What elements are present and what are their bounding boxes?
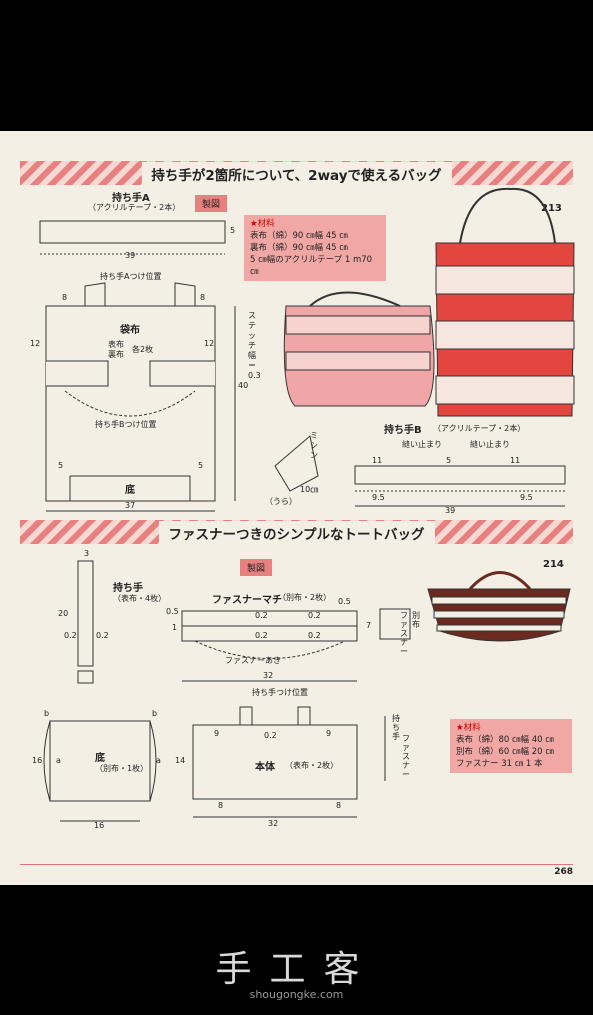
dim-14: 14	[175, 756, 186, 765]
zipper-gusset-label: ファスナーマチ	[212, 595, 282, 606]
dim-5-left: 5	[58, 461, 64, 470]
body-sub: （表布・2枚）	[285, 761, 339, 770]
handle-a-length: 39	[125, 251, 136, 260]
mark-a: a	[156, 756, 161, 765]
handle-a-label: 持ち手A	[112, 193, 150, 204]
bag-note-lining: 裏布	[108, 350, 124, 359]
page-number: 268	[554, 867, 573, 877]
dim-1: 1	[172, 623, 178, 632]
dim-5-center: 5	[446, 456, 452, 465]
diagram-lines	[39, 187, 575, 512]
mark-a: a	[56, 756, 61, 765]
dim-16-vertical: 16	[32, 756, 43, 765]
materials-line: 別布（綿）60 ㎝幅 20 ㎝	[456, 747, 554, 757]
zipper-gusset-sub: （別布・2枚）	[278, 593, 332, 602]
watermark-url: shougongke.com	[249, 988, 344, 1001]
dim-02-a: 0.2	[255, 611, 268, 620]
bottom-piece-sub: （別布・1枚）	[95, 764, 149, 773]
dim-12-left: 12	[30, 339, 41, 348]
dim-40: 40	[238, 381, 249, 390]
stitch-width: ステッチ幅＝0.3	[248, 311, 261, 380]
pattern-tag: 製図	[240, 559, 273, 576]
footer-rule	[20, 864, 573, 865]
dim-32-gusset: 32	[263, 671, 274, 680]
dim-02-right: 0.2	[96, 631, 109, 640]
materials-line: 表布（綿）80 ㎝幅 40 ㎝	[456, 735, 554, 745]
dim-05-left: 0.5	[166, 607, 179, 616]
dim-11-left: 11	[372, 456, 383, 465]
dim-5-right: 5	[198, 461, 204, 470]
handle-b-label: 持ち手B	[384, 425, 422, 436]
dim-05-right: 0.5	[338, 597, 351, 606]
dim-02-left: 0.2	[64, 631, 77, 640]
dim-8-right-body: 8	[336, 801, 342, 810]
body-label: 本体	[255, 762, 275, 773]
pattern-page: 持ち手が2箇所について、2wayで使えるバッグ 持ち手A （アクリルテープ・2本…	[0, 131, 593, 885]
diagram-lines-2	[43, 560, 571, 822]
section-banner-214: ファスナーつきのシンプルなトートバッグ	[20, 520, 573, 545]
stitch-stop-1: 縫い止まり	[402, 440, 442, 449]
materials-box-214: ★材料 表布（綿）80 ㎝幅 40 ㎝ 別布（綿）60 ㎝幅 20 ㎝ ファスナ…	[450, 719, 572, 773]
dim-95-right: 9.5	[520, 493, 533, 502]
detail-length: 10㎝	[300, 485, 319, 494]
dim-16-horizontal: 16	[94, 821, 105, 830]
dim-7: 7	[366, 621, 372, 630]
handle-a-position: 持ち手Aつけ位置	[100, 272, 162, 281]
dim-39: 39	[445, 506, 456, 515]
bag-note-outer: 表布	[108, 340, 124, 349]
side-fabric-note: 別布	[412, 611, 420, 629]
handle-b-position: 持ち手Bつけ位置	[95, 420, 157, 429]
pattern-tag: 製図	[195, 195, 228, 212]
mark-b: b	[44, 709, 50, 718]
materials-line: 裏布（綿）90 ㎝幅 45 ㎝	[250, 243, 348, 253]
materials-line: ファスナー 31 ㎝ 1 本	[456, 759, 543, 769]
materials-head: ★材料	[250, 219, 275, 229]
dim-3: 3	[84, 549, 90, 558]
dim-02-c: 0.2	[255, 631, 268, 640]
handle-label: 持ち手	[113, 583, 143, 594]
dim-12-right: 12	[204, 339, 215, 348]
section-title: ファスナーつきのシンプルなトートバッグ	[158, 521, 435, 545]
side-handle-note: 持ち手	[392, 714, 400, 741]
item-number: 213	[541, 203, 562, 214]
dim-02-d: 0.2	[308, 631, 321, 640]
dim-02-b: 0.2	[308, 611, 321, 620]
dim-37: 37	[125, 501, 136, 510]
handle-a-sub: （アクリルテープ・2本）	[88, 203, 181, 212]
section-title: 持ち手が2箇所について、2wayで使えるバッグ	[141, 162, 452, 186]
handle-sub: （表布・4枚）	[113, 594, 167, 603]
mark-b: b	[152, 709, 158, 718]
handle-b-sub: （アクリルテープ・2本）	[433, 424, 526, 433]
dim-8-left: 8	[62, 293, 68, 302]
bottom-piece-label: 底	[95, 753, 105, 764]
handle-a-width: 5	[230, 226, 236, 235]
bag-note-qty: 各2枚	[132, 345, 154, 354]
sewing-note: ミシン	[310, 431, 318, 460]
section-banner-213: 持ち手が2箇所について、2wayで使えるバッグ	[20, 161, 573, 186]
dim-8-left-body: 8	[218, 801, 224, 810]
watermark-logo: 手工客	[215, 949, 378, 990]
side-zip-note: ファスナー	[400, 611, 408, 656]
dim-9-right: 9	[326, 729, 332, 738]
dim-9-left: 9	[214, 729, 220, 738]
dim-11-right: 11	[510, 456, 521, 465]
zipper-opening: ファスナーあき	[225, 656, 281, 665]
bag-piece-label: 袋布	[120, 325, 140, 336]
back-side-note: （うら）	[265, 497, 297, 506]
side-zipper-note: ファスナー	[402, 734, 410, 779]
materials-box-213: ★材料 表布（綿）90 ㎝幅 45 ㎝ 裏布（綿）90 ㎝幅 45 ㎝ 5 ㎝幅…	[244, 215, 386, 281]
dim-95-left: 9.5	[372, 493, 385, 502]
handle-position: 持ち手つけ位置	[252, 688, 308, 697]
materials-line: 表布（綿）90 ㎝幅 45 ㎝	[250, 231, 348, 241]
dim-8-right: 8	[200, 293, 206, 302]
bottom-label: 底	[125, 485, 135, 496]
materials-line: 5 ㎝幅のアクリルテープ 1 m70 ㎝	[250, 255, 373, 277]
dim-20: 20	[58, 609, 69, 618]
dim-02-body: 0.2	[264, 731, 277, 740]
item-number: 214	[543, 559, 564, 570]
materials-head: ★材料	[456, 723, 481, 733]
stitch-stop-2: 縫い止まり	[470, 440, 510, 449]
dim-32-body: 32	[268, 819, 279, 828]
